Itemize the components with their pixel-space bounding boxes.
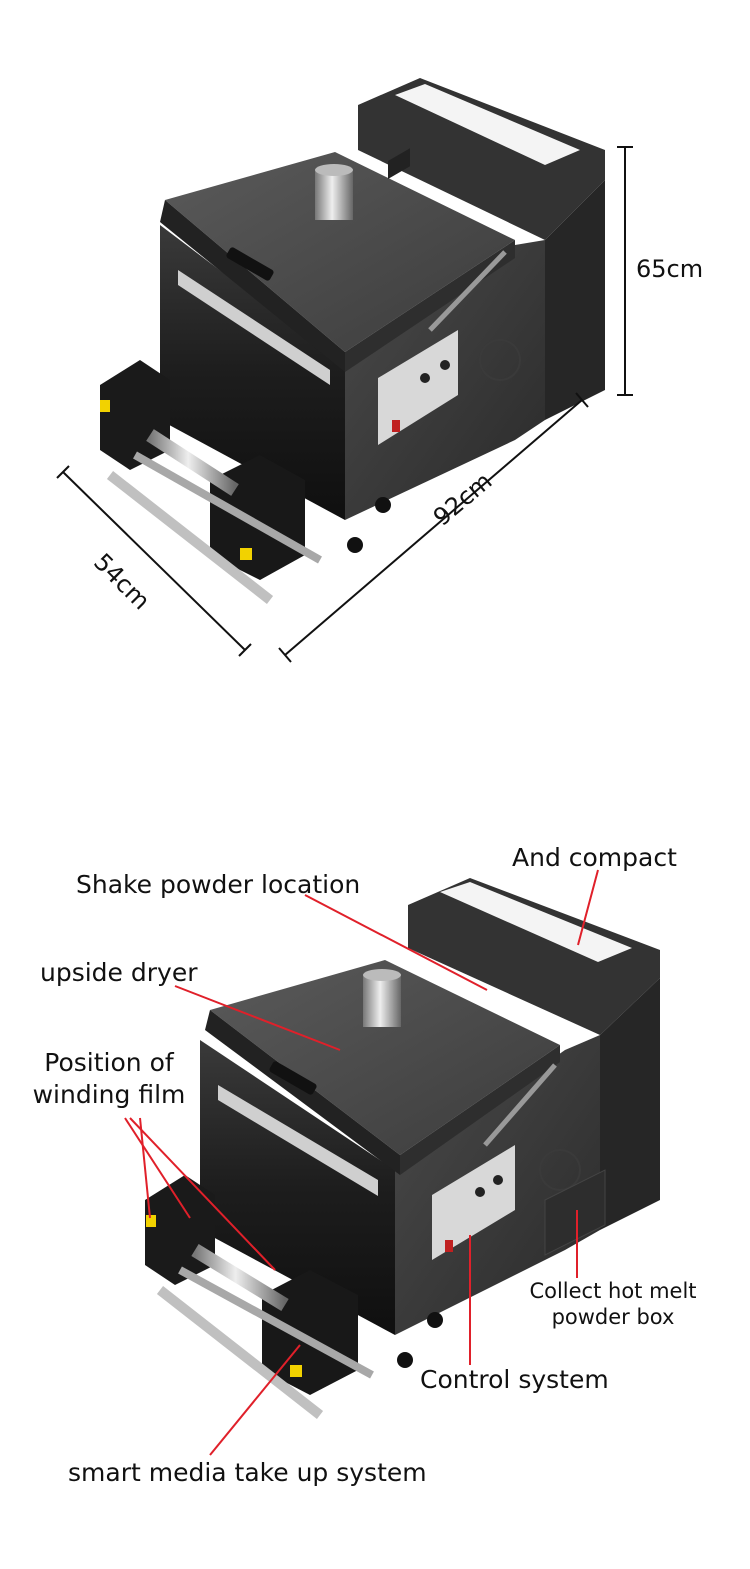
powder-shaker-machine-annotated xyxy=(145,878,660,1419)
machine-illustration-top xyxy=(56,78,633,663)
winding-film-label: Position of winding film xyxy=(24,1047,194,1111)
control-system-label: Control system xyxy=(420,1365,609,1394)
dimension-lines xyxy=(56,146,633,663)
machine-illustration-bottom xyxy=(124,869,660,1456)
shake-powder-location-label: Shake powder location xyxy=(76,870,361,899)
winding-film-line1: Position of xyxy=(44,1048,174,1077)
powder-shaker-machine xyxy=(100,78,605,604)
upside-dryer-label: upside dryer xyxy=(40,958,198,987)
collect-box-line1: Collect hot melt xyxy=(529,1279,697,1303)
callout-leader-lines xyxy=(124,869,599,1456)
collect-box-line2: powder box xyxy=(551,1305,675,1329)
take-up-system-label: smart media take up system xyxy=(68,1458,427,1487)
dimensions-panel: 65cm 92cm 54cm xyxy=(0,0,750,720)
features-panel: And compact Shake powder location upside… xyxy=(0,800,750,1569)
and-compact-label: And compact xyxy=(512,843,677,872)
collect-powder-box-label: Collect hot melt powder box xyxy=(518,1278,708,1330)
height-dimension-label: 65cm xyxy=(636,255,704,283)
winding-film-line2: winding film xyxy=(32,1080,186,1109)
